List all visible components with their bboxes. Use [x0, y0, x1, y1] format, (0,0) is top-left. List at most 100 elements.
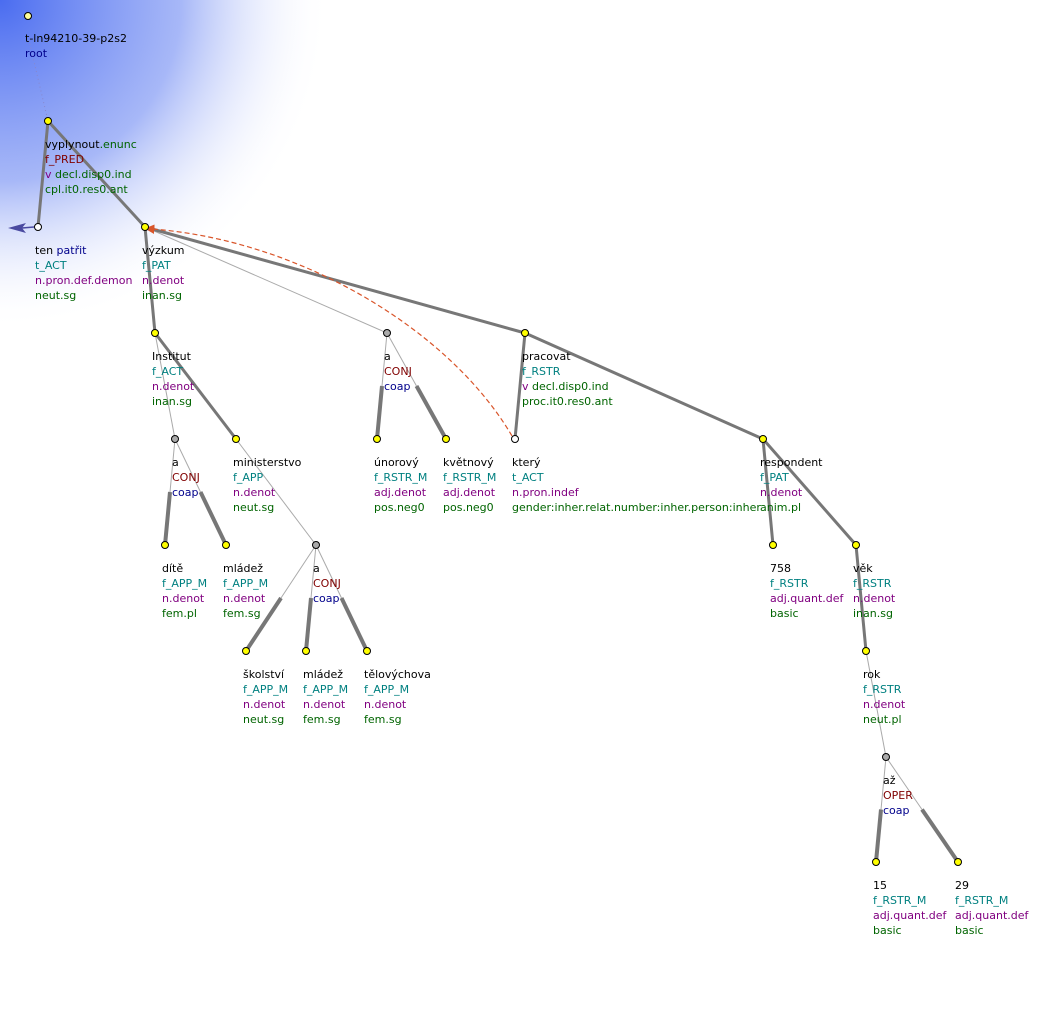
label-text: neut.sg — [35, 289, 77, 302]
node-label-line: neut.pl — [863, 712, 905, 727]
label-text: CONJ — [172, 471, 200, 484]
node-mladez2[interactable] — [302, 647, 310, 655]
node-a2[interactable] — [312, 541, 320, 549]
node-vyzkum[interactable] — [141, 223, 149, 231]
node-kvetnovy[interactable] — [442, 435, 450, 443]
label-text: rok — [863, 668, 881, 681]
label-text: CONJ — [384, 365, 412, 378]
label-text: ten — [35, 244, 54, 257]
edge-a3-kvetnovy-upper — [386, 332, 417, 387]
node-ministerstvo[interactable] — [232, 435, 240, 443]
label-text: 15 — [873, 879, 887, 892]
node-n758[interactable] — [769, 541, 777, 549]
node-label-line: školství — [243, 667, 288, 682]
label-text: adj.quant.def — [955, 909, 1029, 922]
node-label-line: adj.denot — [443, 485, 496, 500]
node-label-line: n.denot — [853, 591, 895, 606]
node-label-line: neut.sg — [243, 712, 288, 727]
label-text: n.denot — [863, 698, 906, 711]
node-label-line: basic — [873, 923, 946, 938]
node-label-line: mládež — [303, 667, 348, 682]
node-label-line: v decl.disp0.ind — [522, 379, 613, 394]
label-text: patřit — [53, 244, 87, 257]
label-text: vyplynout — [45, 138, 100, 151]
label-text: v — [522, 380, 529, 393]
label-text: neut.pl — [863, 713, 902, 726]
label-text: inan.sg — [152, 395, 192, 408]
node-pracovat[interactable] — [521, 329, 529, 337]
node-respondent[interactable] — [759, 435, 767, 443]
root-highlight — [0, 0, 330, 330]
label-text: fem.sg — [303, 713, 341, 726]
node-label-line: inan.sg — [142, 288, 185, 303]
label-text: Institut — [152, 350, 191, 363]
label-text: fem.sg — [223, 607, 261, 620]
node-skolstvi[interactable] — [242, 647, 250, 655]
edge-a3-unorovy — [375, 385, 384, 440]
node-label-line: basic — [770, 606, 843, 621]
node-ten[interactable] — [34, 223, 42, 231]
coref-left-arrow-icon — [8, 223, 26, 233]
node-vek[interactable] — [852, 541, 860, 549]
node-label-line: inan.sg — [853, 606, 895, 621]
label-text: f_RSTR_M — [443, 471, 497, 484]
label-text: fem.sg — [364, 713, 402, 726]
edge-a1-mladez1-upper — [174, 438, 201, 493]
node-label-line: f_PRED — [45, 152, 137, 167]
label-text: n.denot — [223, 592, 266, 605]
label-text: adj.quant.def — [770, 592, 844, 605]
node-label-line: f_RSTR — [522, 364, 613, 379]
node-institut[interactable] — [151, 329, 159, 337]
node-n15[interactable] — [872, 858, 880, 866]
node-rok[interactable] — [862, 647, 870, 655]
node-label-line: proc.it0.res0.ant — [522, 394, 613, 409]
edge-a2-mladez2-upper — [310, 544, 317, 599]
node-az[interactable] — [882, 753, 890, 761]
node-a1[interactable] — [171, 435, 179, 443]
node-label-line: n.denot — [303, 697, 348, 712]
label-text: coap — [384, 380, 411, 393]
node-label-line: f_RSTR — [863, 682, 905, 697]
label-text: mládež — [303, 668, 344, 681]
node-label-line: pos.neg0 — [443, 500, 496, 515]
label-text: f_RSTR_M — [873, 894, 927, 907]
node-ktery[interactable] — [511, 435, 519, 443]
node-label-line: a — [384, 349, 412, 364]
node-n29[interactable] — [954, 858, 962, 866]
edge-respondent-n758 — [761, 438, 775, 546]
label-text: f_RSTR_M — [374, 471, 428, 484]
node-telovychova[interactable] — [363, 647, 371, 655]
node-label-line: f_APP_M — [364, 682, 431, 697]
root-id: t-ln94210-39-p2s2 — [25, 32, 127, 45]
label-text: f_APP_M — [243, 683, 289, 696]
node-label-line: f_APP — [233, 470, 301, 485]
node-label-line: n.denot — [760, 485, 823, 500]
edge-a3-unorovy-upper — [381, 332, 388, 387]
node-label-line: tělovýchova — [364, 667, 431, 682]
label-text: neut.sg — [243, 713, 285, 726]
node-label-line: fem.sg — [303, 712, 348, 727]
node-label-line: výzkum — [142, 243, 185, 258]
label-text: CONJ — [313, 577, 341, 590]
node-vyplynout[interactable] — [44, 117, 52, 125]
node-label-line: 758 — [770, 561, 843, 576]
node-label-line: n.denot — [233, 485, 301, 500]
edge-az-n15 — [874, 809, 883, 863]
node-label-line: fem.pl — [162, 606, 207, 621]
node-dite[interactable] — [161, 541, 169, 549]
node-unorovy[interactable] — [373, 435, 381, 443]
node-a3[interactable] — [383, 329, 391, 337]
node-label-line: pracovat — [522, 349, 613, 364]
edge-vyzkum-institut — [143, 226, 157, 334]
node-root[interactable] — [24, 12, 32, 20]
node-mladez1[interactable] — [222, 541, 230, 549]
edge-a2-skolstvi — [244, 596, 283, 653]
label-text: f_APP_M — [162, 577, 208, 590]
